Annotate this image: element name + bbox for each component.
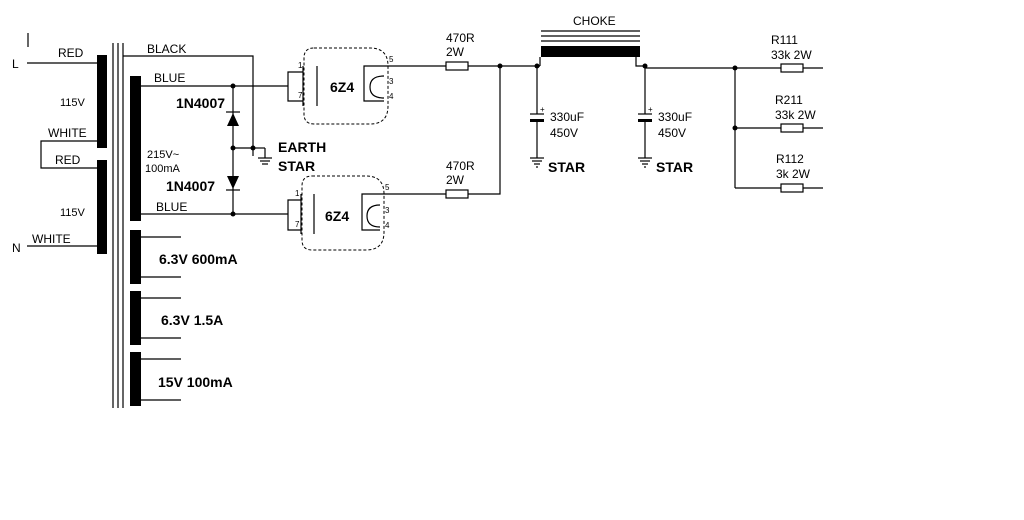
cap2-ground-label: STAR bbox=[656, 159, 693, 175]
tube1-pin7: 7 bbox=[298, 91, 303, 100]
diode-lower-label: 1N4007 bbox=[166, 178, 215, 194]
tube2-pin5: 5 bbox=[385, 183, 390, 192]
aux-label: 15V 100mA bbox=[158, 374, 233, 390]
wire-red-top: RED bbox=[58, 46, 84, 60]
series-resistor-2-value: 470R bbox=[446, 159, 475, 173]
tube1-pin1: 1 bbox=[298, 61, 303, 70]
primary-windings: RED 115V WHITE RED 115V WHITE bbox=[32, 46, 107, 254]
tube2-name: 6Z4 bbox=[325, 208, 349, 224]
cap2-plus: + bbox=[648, 105, 653, 114]
wire-blue-top-label: BLUE bbox=[154, 71, 185, 85]
wire-white-bottom: WHITE bbox=[32, 232, 71, 246]
primary-winding-bottom bbox=[97, 160, 107, 254]
filter-capacitor-2 bbox=[638, 66, 652, 168]
r112-value: 3k 2W bbox=[776, 167, 811, 181]
wire-red-mid: RED bbox=[55, 153, 81, 167]
tube1-name: 6Z4 bbox=[330, 79, 354, 95]
transformer-core bbox=[112, 43, 124, 408]
primary-bottom-voltage: 115V bbox=[60, 207, 86, 219]
series-resistor-1-value: 470R bbox=[446, 31, 475, 45]
output-resistor-r211 bbox=[780, 123, 823, 133]
series-resistor-2 bbox=[445, 63, 503, 199]
tube2-pin4: 4 bbox=[385, 221, 390, 230]
heater-winding-1 bbox=[130, 230, 141, 284]
neutral-label: N bbox=[12, 241, 21, 255]
filter-capacitor-1 bbox=[530, 66, 544, 168]
live-label: L bbox=[12, 57, 19, 71]
series-resistor-1 bbox=[445, 61, 540, 71]
rectifier-tube-1: 1 7 6Z4 5 3 4 bbox=[287, 47, 446, 125]
ht-rating-current: 100mA bbox=[145, 163, 181, 175]
cap1-ground-label: STAR bbox=[548, 159, 585, 175]
heater2-label: 6.3V 1.5A bbox=[161, 312, 223, 328]
choke-label: CHOKE bbox=[573, 14, 616, 28]
earth-star-label: STAR bbox=[278, 158, 315, 174]
r111-ref: R111 bbox=[771, 33, 798, 47]
diode-lower bbox=[226, 176, 240, 191]
ht-rating-voltage: 215V~ bbox=[147, 149, 179, 161]
output-bus bbox=[645, 65, 781, 189]
wire-black-label: BLACK bbox=[147, 42, 186, 56]
r211-ref: R211 bbox=[775, 93, 803, 107]
ht-wiring: BLACK BLUE BLUE bbox=[123, 42, 288, 217]
aux-winding bbox=[130, 352, 141, 406]
tube1-pin5: 5 bbox=[389, 55, 394, 64]
diode-upper bbox=[226, 111, 240, 126]
series-resistor-2-power: 2W bbox=[446, 173, 465, 187]
primary-winding-top bbox=[97, 55, 107, 148]
heater-winding-2 bbox=[130, 291, 141, 345]
r111-value: 33k 2W bbox=[771, 48, 812, 62]
earth-label: EARTH bbox=[278, 139, 326, 155]
tube1-pin4: 4 bbox=[389, 92, 394, 101]
tube2-pin7: 7 bbox=[295, 220, 300, 229]
secondary-windings: 215V~ 100mA 6.3V 600mA 6.3V 1.5A 15V 100… bbox=[130, 76, 238, 406]
output-resistor-r111 bbox=[780, 63, 823, 73]
cap1-voltage: 450V bbox=[550, 126, 578, 140]
output-resistor-r112 bbox=[780, 183, 823, 193]
earth-ground-icon bbox=[253, 147, 272, 165]
tube2-pin3: 3 bbox=[385, 206, 390, 215]
tube1-pin3: 3 bbox=[389, 77, 394, 86]
cap1-value: 330uF bbox=[550, 110, 584, 124]
diode-upper-label: 1N4007 bbox=[176, 95, 225, 111]
mains-input: L N bbox=[12, 33, 98, 255]
r112-ref: R112 bbox=[776, 152, 804, 166]
r211-value: 33k 2W bbox=[775, 108, 816, 122]
cap2-voltage: 450V bbox=[658, 126, 686, 140]
tube2-pin1: 1 bbox=[295, 189, 300, 198]
rectifier-tube-2: 1 7 6Z4 5 3 4 bbox=[287, 175, 446, 251]
wire-blue-bottom-label: BLUE bbox=[156, 200, 187, 214]
ht-secondary-winding bbox=[130, 76, 141, 221]
heater1-label: 6.3V 600mA bbox=[159, 251, 238, 267]
series-resistor-1-power: 2W bbox=[446, 45, 465, 59]
cap1-plus: + bbox=[540, 105, 545, 114]
cap2-value: 330uF bbox=[658, 110, 692, 124]
choke-inductor bbox=[539, 30, 645, 67]
primary-top-voltage: 115V bbox=[60, 97, 86, 109]
wire-white-mid: WHITE bbox=[48, 126, 87, 140]
